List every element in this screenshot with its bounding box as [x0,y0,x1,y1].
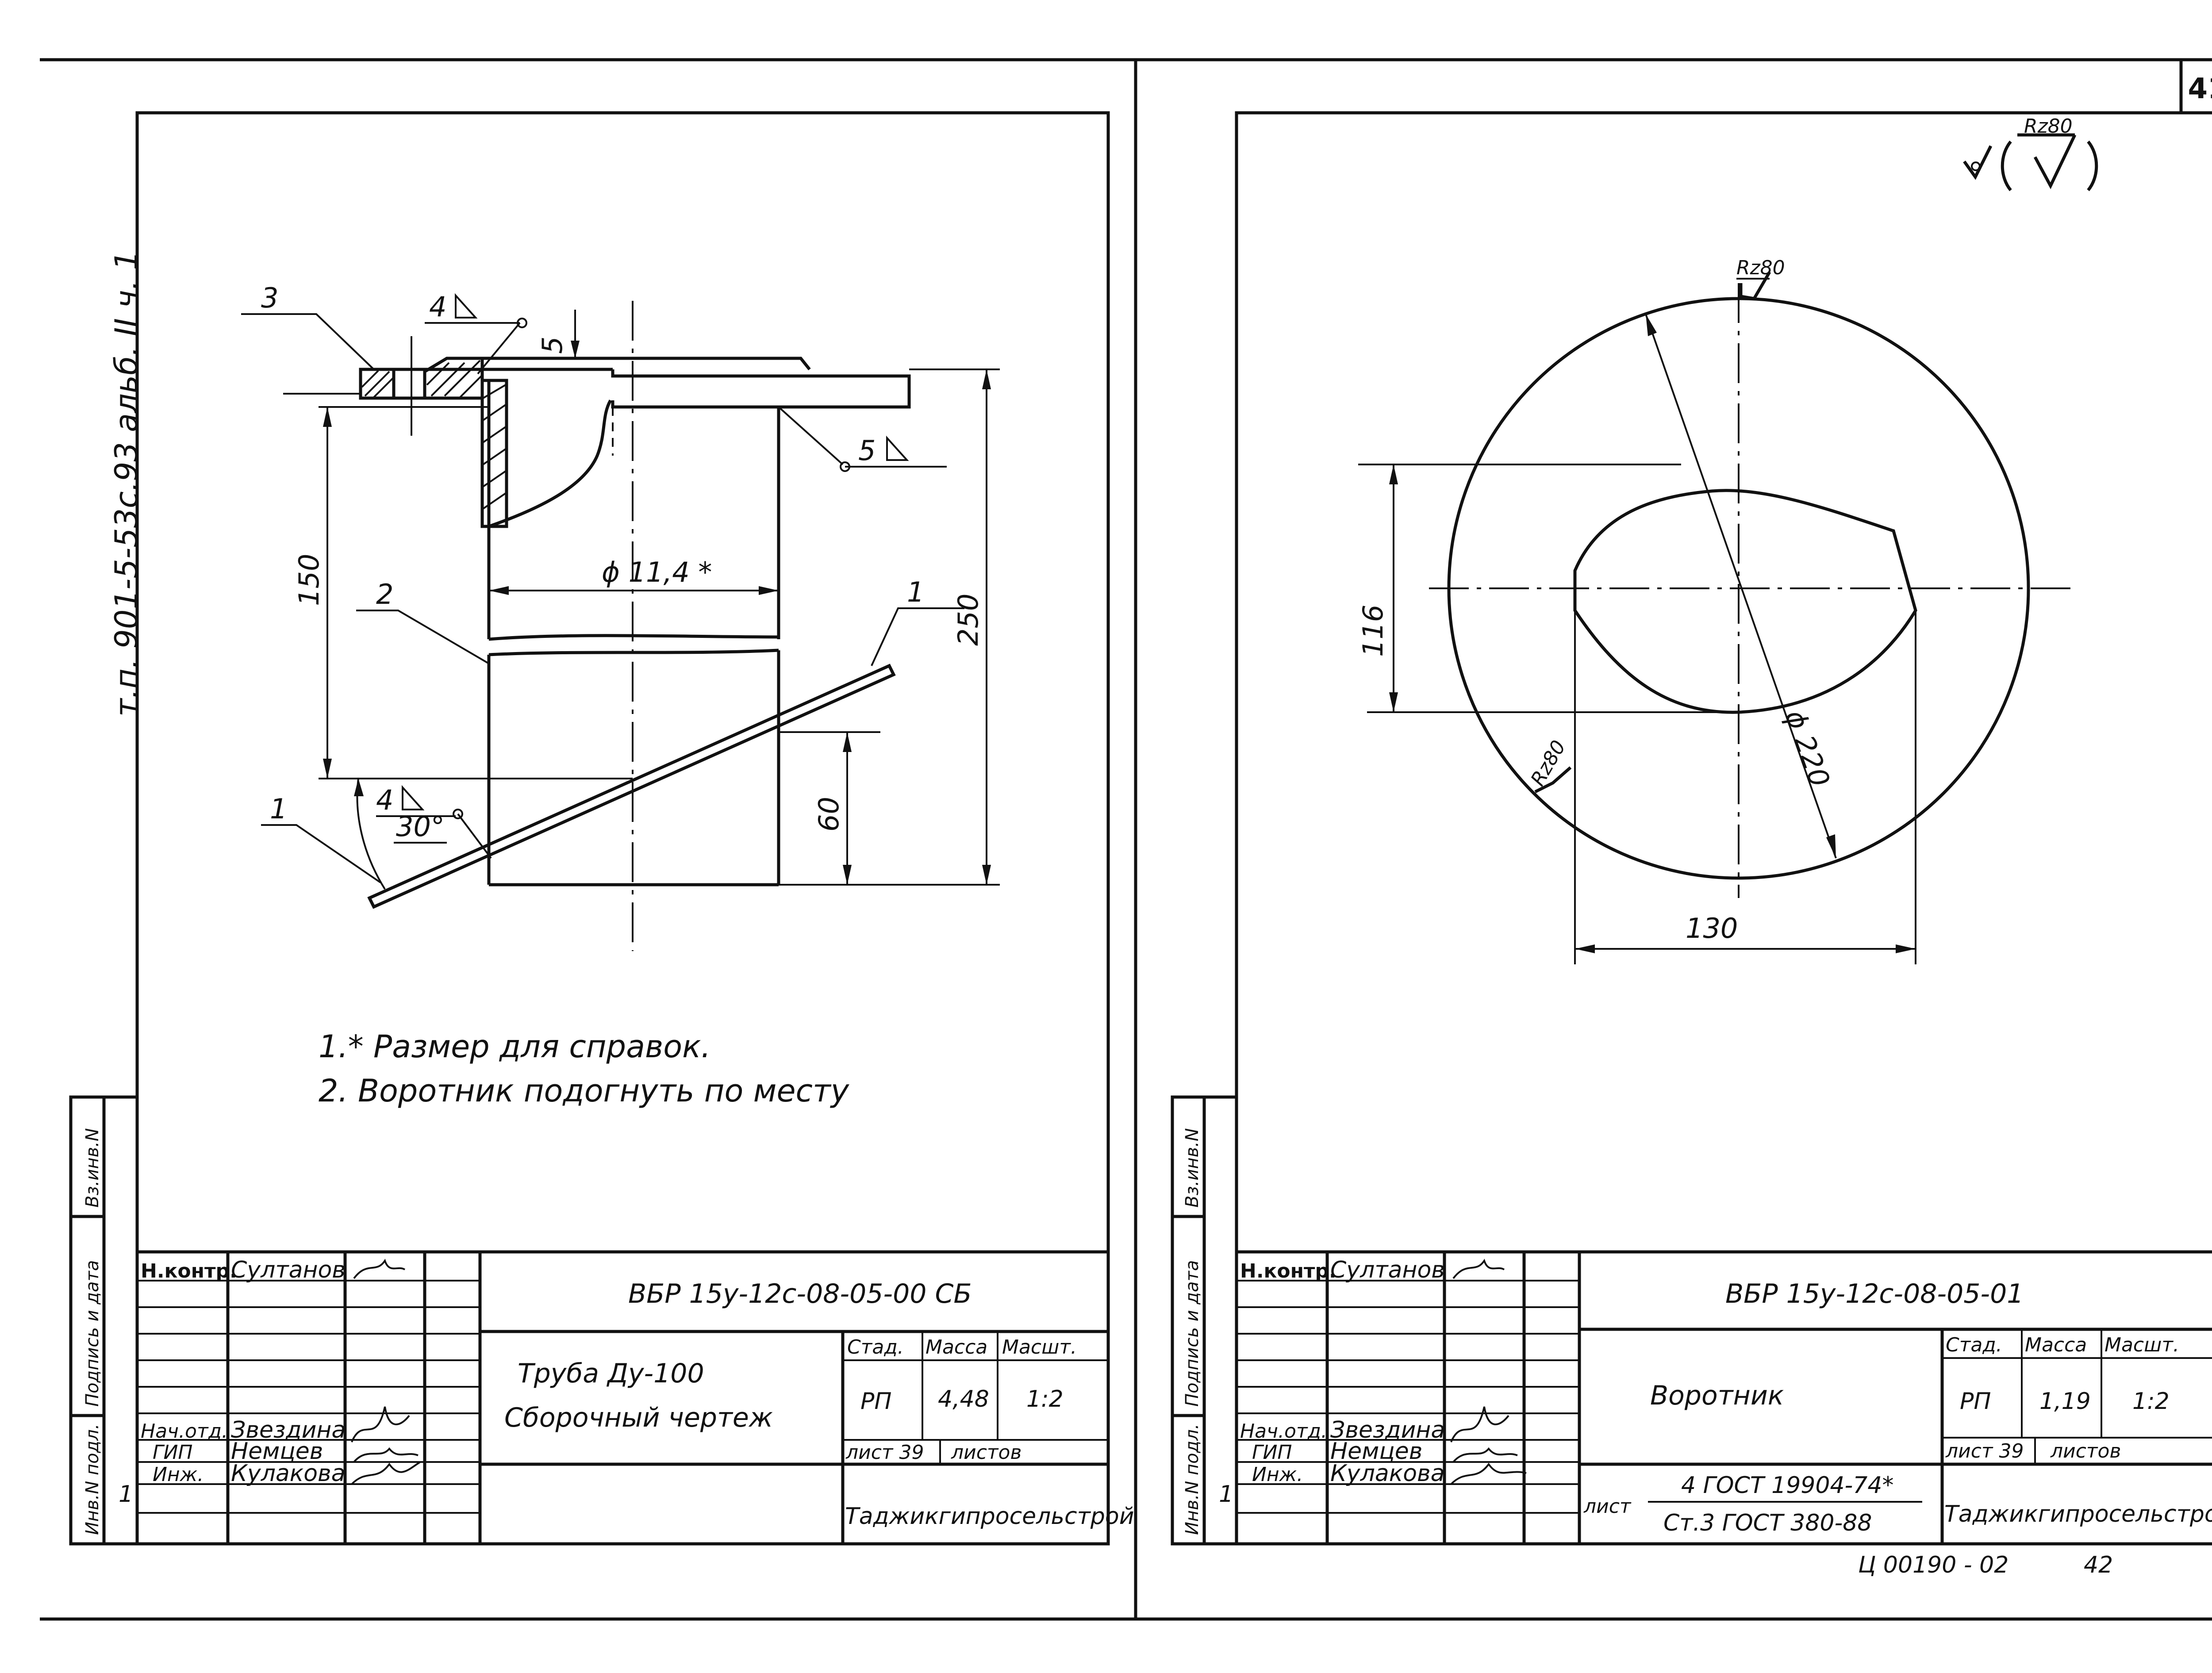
roughness-symbol-corner: Rz80 [1963,115,2098,192]
surface-label-left: Rz80 [1526,737,1570,790]
dim-150: 150 [293,554,325,606]
part-label-1-bottom: 1 [270,793,287,825]
note-2: 2. Воротник подогнуть по месту [319,1073,850,1109]
dim-220: ϕ 220 [1779,706,1836,791]
bottom-page: 42 [2084,1552,2113,1578]
tb-left-role-nkontr: Н.контр. [141,1260,237,1282]
signature-left-2 [351,1406,410,1443]
tb-right-hdr-mass: Масса [2025,1334,2087,1356]
side-label-inv-right: Инв.N подл. [1182,1424,1202,1535]
part-label-1-top: 1 [907,576,924,608]
tb-right-hdr-stage: Стад. [1946,1334,2002,1356]
right-side-strip: Инв.N подл. Подпись и дата Вз.инв.N [1171,1095,1238,1546]
tb-left-name-sultanov: Султанов [231,1257,346,1283]
note-1: 1.* Размер для справок. [319,1028,711,1065]
tb-left-scale: 1:2 [1026,1386,1064,1412]
side-label-vz-right: Вз.инв.N [1182,1128,1202,1208]
tb-left-name-nemtsev: Немцев [231,1438,323,1465]
tb-left-stage: РП [860,1388,891,1415]
dim-116: 116 [1357,605,1389,657]
tb-left-name-kulakova: Кулакова [231,1460,346,1487]
tb-right-name-sultanov: Султанов [1330,1257,1445,1283]
weld-label-top: 4 [429,291,446,323]
tb-left-name-2: Сборочный чертеж [504,1402,773,1433]
tb-right-sheets: листов [2050,1440,2121,1462]
tb-right-org: Таджикгипросельстрой [1944,1501,2212,1527]
tb-right-name-nemtsev: Немцев [1330,1438,1422,1465]
dim-130: 130 [1686,912,1738,944]
signature-right-1 [1452,1259,1505,1279]
dim-diameter-11-4: ϕ 11,4 * [602,556,712,588]
side-label-sign: Подпись и дата [82,1260,103,1407]
weld-label-right: 5 [858,434,876,467]
side-label-sign-right: Подпись и дата [1182,1260,1202,1407]
tb-left-role-nachotd: Нач.отд. [141,1420,228,1443]
tb-right-code: ВБР 15у-12с-08-05-01 [1725,1278,2024,1309]
tb-left-role-gip: ГИП [153,1441,193,1464]
signature-right-4 [1450,1462,1527,1485]
tb-left-mass: 4,48 [938,1386,989,1412]
tb-right-material-1: 4 ГОСТ 19904-74* [1681,1472,1893,1499]
part-label-3: 3 [261,282,278,314]
tb-right-mass: 1,19 [2039,1388,2091,1415]
dim-250: 250 [952,594,984,646]
dim-60: 60 [813,797,845,832]
tb-left-hdr-stage: Стад. [847,1336,904,1358]
signature-left-1 [353,1259,406,1279]
weld-label-left: 4 [376,784,393,816]
tb-left-name-1: Труба Ду-100 [518,1358,704,1389]
surface-label-corner: Rz80 [2024,115,2073,138]
tb-right-scale: 1:2 [2132,1388,2170,1415]
tb-right-role-gip: ГИП [1252,1441,1292,1464]
left-side-strip: Инв.N подл. Подпись и дата Вз.инв.N [69,1095,139,1546]
tb-left-hdr-mass: Масса [926,1336,987,1358]
tb-right-role-nachotd: Нач.отд. [1240,1420,1327,1443]
page-number: 41 [2188,73,2212,105]
tb-left-org: Таджикгипросельстрой [845,1503,1134,1530]
pipe-assembly-view: ϕ 11,4 * 150 250 60 5 3 4 [241,282,1000,951]
tb-right-name-zvezdina: Звездина [1330,1417,1445,1443]
tb-left-sheet: лист 39 [845,1441,924,1464]
right-title-block: Н.контр. Султанов Нач.отд. Звездина ГИП … [1219,1250,2212,1544]
right-sheet-frame [1235,111,2212,1546]
side-label-vz: Вз.инв.N [82,1128,103,1208]
signature-right-2 [1450,1406,1509,1443]
album-reference: т.п. 901-5-53с.93 альб. II ч. 1 [108,250,145,717]
signature-left-4 [351,1461,421,1485]
tb-right-rev-mark: 1 [1219,1481,1233,1508]
tb-left-code: ВБР 15у-12с-08-05-00 СБ [628,1278,972,1309]
tb-right-hdr-scale: Масшт. [2104,1334,2179,1356]
tb-right-sheet: лист 39 [1945,1440,2024,1462]
tb-left-role-inzh: Инж. [153,1463,204,1486]
tb-left-sheets: листов [951,1441,1022,1464]
tb-right-stage: РП [1960,1388,1991,1415]
bottom-code: Ц 00190 - 02 [1858,1552,2008,1578]
left-sheet-frame [135,111,1110,1546]
surface-label-top: Rz80 [1736,257,1785,279]
tb-right-role-nkontr: Н.контр. [1240,1260,1336,1282]
tb-right-name-kulakova: Кулакова [1330,1460,1445,1487]
part-label-2: 2 [376,578,393,610]
tb-left-name-zvezdina: Звездина [231,1417,346,1443]
tb-right-material-prefix: лист [1583,1495,1632,1518]
tb-left-hdr-scale: Масшт. [1002,1336,1077,1358]
dim-5: 5 [536,337,568,354]
tb-right-name: Воротник [1650,1380,1784,1411]
signature-right-3 [1452,1447,1518,1463]
angle-30: 30° [396,810,445,843]
tb-right-role-inzh: Инж. [1252,1463,1303,1486]
collar-view: ϕ 220 116 130 Rz80 Rz80 [1357,257,2075,964]
left-title-block: Н.контр. Султанов Нач.отд. Звездина ГИП … [119,1250,1134,1544]
side-label-inv: Инв.N подл. [82,1424,103,1535]
tb-left-rev-mark: 1 [119,1481,133,1508]
tb-right-material-2: Ст.3 ГОСТ 380-88 [1663,1510,1872,1536]
signature-left-3 [353,1447,419,1463]
